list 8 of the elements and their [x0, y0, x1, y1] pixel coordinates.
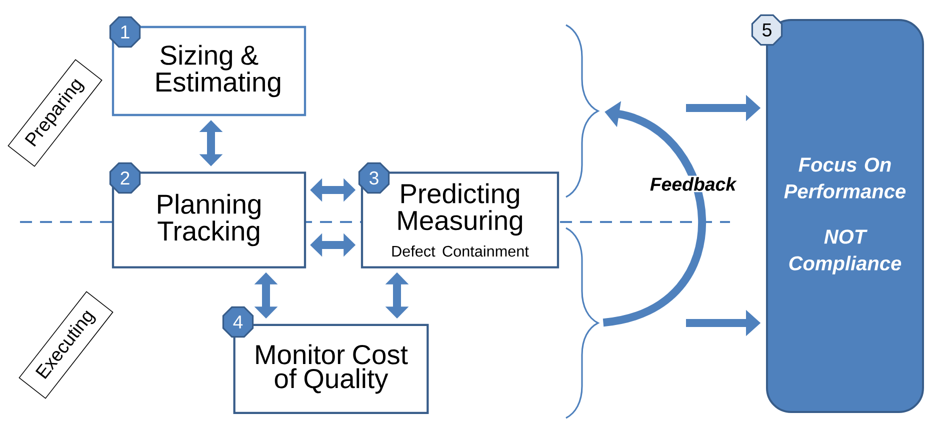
edge-label: Feedback — [648, 176, 738, 192]
curly-brace — [566, 227, 599, 419]
process-box: Monitor Cost of Quality 4 — [222, 306, 429, 414]
focus-box: Focus On Performance NOT Compliance 5 — [751, 14, 924, 413]
process-box: Sizing & Estimating 1 — [109, 16, 306, 116]
process-box: Planning Tracking 2 — [109, 162, 306, 268]
curly-brace — [566, 24, 599, 198]
process-box: Predicting Measuring Defect Containment 3 — [358, 162, 560, 268]
